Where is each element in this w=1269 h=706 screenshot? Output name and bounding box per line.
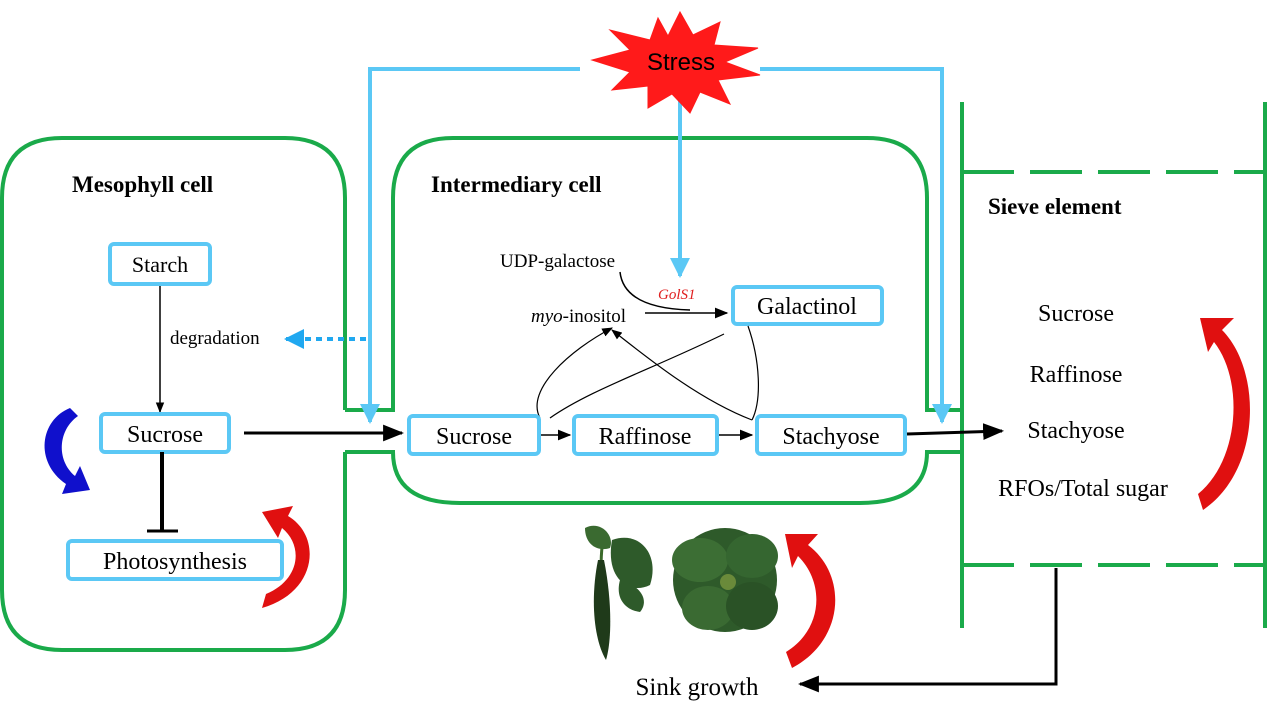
sieve-raffinose: Raffinose: [1030, 362, 1123, 388]
myo-prefix: myo: [531, 306, 563, 327]
photosynthesis-label: Photosynthesis: [103, 549, 247, 575]
sieve-sucrose: Sucrose: [1038, 301, 1114, 327]
sieve-rfos-total: RFOs/Total sugar: [998, 476, 1168, 502]
sink-transport-arrow: [797, 568, 1058, 693]
stachyose-to-myo-curve: [611, 329, 753, 421]
sink-increase-arrow: [785, 534, 836, 668]
galactinol-to-stachyose-curve: [747, 325, 759, 421]
stachyose-label: Stachyose: [782, 424, 879, 450]
mesophyll-cell-border: [0, 136, 347, 652]
stress-label: Stress: [647, 49, 715, 76]
intermediary-cell-border-bottom: [345, 450, 962, 505]
sucrose-to-myo-curve: [536, 327, 613, 419]
mesophyll-sucrose-node: [99, 412, 231, 454]
myo-inositol-label: myo-inositol: [531, 306, 626, 327]
cucumber-plant-illustration: [672, 528, 778, 632]
stachyose-node: [755, 414, 907, 456]
starch-node: [108, 242, 212, 286]
mesophyll-cell-title: Mesophyll cell: [72, 172, 213, 197]
udp-galactose-curve: [619, 271, 691, 311]
intermediary-sucrose-node: [407, 414, 541, 456]
stress-arrow-left: [360, 67, 580, 424]
raffinose-node: [572, 414, 719, 456]
cucumber-fruit-illustration: [585, 525, 653, 660]
sieve-increase-arrow: [1198, 318, 1250, 510]
sieve-stachyose: Stachyose: [1027, 418, 1124, 444]
intermediary-sucrose-label: Sucrose: [436, 424, 512, 450]
stress-burst: [590, 10, 761, 114]
intermediary-cell-title: Intermediary cell: [431, 172, 602, 197]
raffinose-label: Raffinose: [599, 424, 692, 450]
photosynthesis-increase-arrow: [262, 506, 310, 608]
mesophyll-sucrose-label: Sucrose: [127, 422, 203, 448]
stress-arrow-right: [760, 67, 952, 424]
gols1-gene-label: GolS1: [658, 287, 696, 303]
galactinol-node: [731, 285, 884, 326]
starch-label: Starch: [132, 252, 188, 277]
sink-growth-label: Sink growth: [636, 674, 759, 701]
udp-galactose-label: UDP-galactose: [500, 251, 615, 272]
galactinol-to-sucrose-curve: [549, 333, 725, 419]
photosynthesis-node: [66, 539, 284, 581]
sieve-element-title: Sieve element: [988, 194, 1122, 219]
inositol-suffix: -inositol: [563, 306, 626, 327]
intermediary-cell-border: [345, 136, 962, 412]
feedback-arrow: [44, 408, 90, 494]
stachyose-transport-arrow: [906, 423, 1005, 440]
galactinol-label: Galactinol: [757, 294, 857, 320]
degradation-label: degradation: [170, 328, 260, 349]
